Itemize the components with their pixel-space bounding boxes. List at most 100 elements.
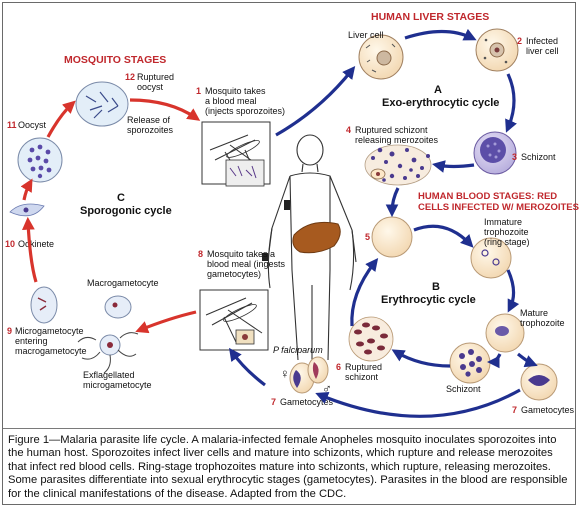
immature-trophozoite-cell [470,237,512,279]
stage-9-line3: macrogametocyte [15,346,87,356]
arrow-mosquito-to-liver [275,66,356,137]
arrow-oocyst-to-mosquito [129,98,201,121]
header-liver-stages: HUMAN LIVER STAGES [371,11,489,23]
arrow-micro-to-ookinete [21,216,38,283]
figure-caption: Figure 1—Malaria parasite life cycle. A … [8,434,568,500]
label-exflagellated-line1: Exflagellated [83,370,135,380]
schizont-blood-cell [449,342,491,384]
arrow-rbc-to-immature [413,224,474,248]
stage-11-label: Oocyst [18,120,47,130]
male-symbol: ♂ [322,381,332,396]
stage-8-line3: gametocytes) [207,269,261,279]
arrow-immature-to-mature [506,269,520,313]
stage-1-line1: Mosquito takes [205,86,266,96]
cycle-b-name: Erythrocytic cycle [381,294,476,306]
stage-7-label: Gametocytes [280,397,334,407]
caption-separator [3,428,575,429]
liver-cell-illustration [358,34,404,80]
stage-12-line1: Ruptured [137,72,174,82]
arrow-mature-to-schizont [486,353,502,369]
label-immature-line3: (ring stage) [484,237,530,247]
ruptured-oocyst-illustration [75,81,129,127]
ookinete-illustration [9,203,45,217]
bite-marker-arm [262,253,268,261]
stage-10-label: Ookinete [18,239,54,249]
header-blood-stages-line1: HUMAN BLOOD STAGES: RED [418,191,557,202]
ruptured-schizont-merozoites [364,144,432,186]
stage-2-number: 2 [517,36,522,46]
stage-12-number: 12 [125,72,135,82]
stage-7-number: 7 [271,397,276,407]
label-liver-cell: Liver cell [348,30,384,40]
stage-8-line2: blood meal (ingests [207,259,286,269]
stage-8-line1: Mosquito takes a [207,249,275,259]
gametocytes-left-cells [289,356,329,394]
stage-10-number: 10 [5,239,15,249]
bite-marker-shoulder [284,200,290,210]
label-release-line2: sporozoites [127,125,174,135]
arrow-ruptured-to-rbc [385,187,400,218]
stage-9-number: 9 [7,326,12,336]
label-immature-line2: trophozoite [484,227,529,237]
header-blood-stages-line2: CELLS INFECTED W/ MEROZOITES [418,202,579,213]
arrow-schizont-to-ruptured [431,160,475,173]
life-cycle-diagram: HUMAN LIVER STAGES MOSQUITO STAGES HUMAN… [5,11,579,418]
mosquito-panel-ingesting [199,289,269,351]
red-cell-stage-5 [371,216,413,258]
microgametocyte-entering-illustration [30,286,58,324]
oocyst-illustration [17,137,63,183]
mosquito-panel-injecting [201,121,271,187]
stage-4-number: 4 [346,125,351,135]
stage-5-number: 5 [365,232,370,242]
label-release-line1: Release of [127,115,171,125]
female-symbol: ♀ [280,366,290,381]
cycle-a-name: Exo-erythrocytic cycle [382,97,499,109]
label-mature-line1: Mature [520,308,548,318]
arrow-gametocytes-return [315,388,521,418]
arrow-mature-to-gametocytes [517,352,538,368]
arrow-mosquito-to-gametocytes [135,310,197,334]
cycle-c-name: Sporogonic cycle [80,205,172,217]
arrow-oocyst-to-ruptured [46,100,76,138]
stage-7b-number: 7 [512,405,517,415]
stage-6-line1: Ruptured [345,362,382,372]
mature-trophozoite-cell [485,313,525,353]
ruptured-schizont-blood [348,316,394,362]
stage-6-number: 6 [336,362,341,372]
arrow-gametocytes-to-mosquito [229,347,266,387]
arrow-infected-to-schizont [505,73,517,133]
arrow-schizont-to-ruptured-blood [391,349,451,368]
schizont-liver-illustration [473,131,517,175]
label-p-falciparum: P falciparum [273,345,323,355]
stage-11-number: 11 [7,120,17,130]
cycle-c-letter: C [117,192,125,204]
stage-7b-label: Gametocytes [521,405,575,415]
label-schizont-blood: Schizont [446,384,481,394]
stage-3-number: 3 [512,152,517,162]
label-macrogametocyte: Macrogametocyte [87,278,159,288]
stage-9-line1: Microgametocyte [15,326,84,336]
stage-1-line2: a blood meal [205,96,257,106]
arrow-ruptured-to-rbc-loop [350,257,379,327]
stage-6-line2: schizont [345,372,379,382]
header-mosquito-stages: MOSQUITO STAGES [64,54,166,66]
stage-4-line1: Ruptured schizont [355,125,428,135]
stage-3-label: Schizont [521,152,556,162]
cycle-b-letter: B [432,281,440,293]
label-immature-line1: Immature [484,217,522,227]
stage-12-line2: oocyst [137,82,164,92]
label-mature-line2: trophozoite [520,318,565,328]
stage-1-number: 1 [196,86,201,96]
cycle-a-letter: A [434,84,442,96]
exflagellated-microgametocyte-illustration [77,332,139,374]
stage-8-number: 8 [198,249,203,259]
label-exflagellated-line2: microgametocyte [83,380,152,390]
stage-9-line2: entering [15,336,48,346]
gametocytes-right-cell [520,363,558,401]
stage-1-line3: (injects sporozoites) [205,106,285,116]
arrow-ookinete-to-oocyst [20,178,33,201]
infected-liver-cell-illustration [475,28,519,72]
macrogametocyte-illustration [104,295,132,319]
liver-illustration [292,221,341,254]
arrow-liver-to-infected [404,28,477,41]
